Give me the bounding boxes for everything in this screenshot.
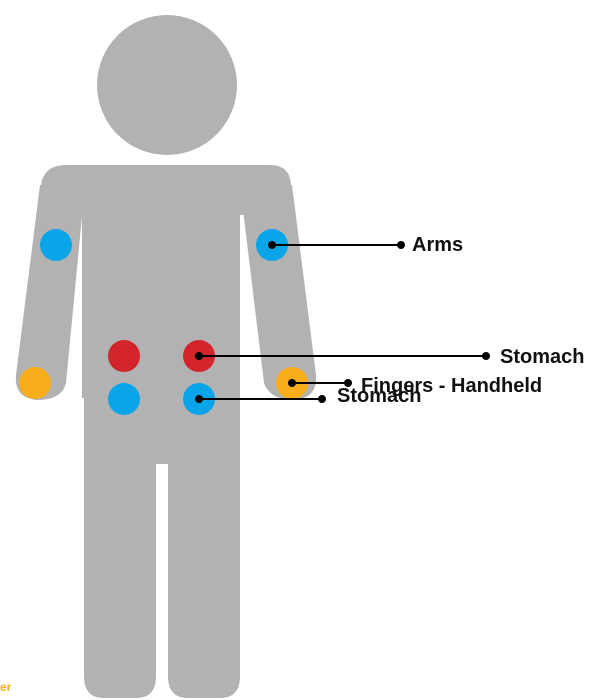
left-arm <box>16 185 85 400</box>
left-finger-site[interactable] <box>19 367 51 399</box>
head <box>97 15 237 155</box>
label-stomach-upper: Stomach <box>500 346 584 368</box>
label-arms: Arms <box>412 234 463 256</box>
label-stomach-lower: Stomach <box>337 385 421 407</box>
right-leg <box>168 462 240 698</box>
stomach-lower-left-site[interactable] <box>108 383 140 415</box>
right-arm <box>240 185 316 400</box>
stomach-upper-left-site[interactable] <box>108 340 140 372</box>
left-arm-site[interactable] <box>40 229 72 261</box>
cut-off-text: er <box>0 680 12 694</box>
left-leg <box>84 462 156 698</box>
pelvis <box>84 398 240 464</box>
